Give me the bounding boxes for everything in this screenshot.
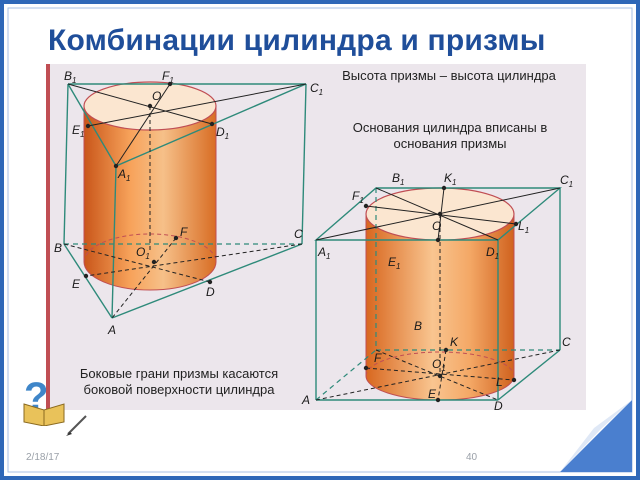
- label-L-right: L: [496, 375, 503, 389]
- label-A-right: A: [301, 393, 310, 407]
- label-F-left: F: [180, 225, 188, 239]
- label-D1-left: D1: [216, 125, 229, 141]
- label-O1-right: O1: [432, 357, 446, 373]
- label-D-left: D: [206, 285, 215, 299]
- label-K1-right: K1: [444, 171, 456, 187]
- label-C1-left: C1: [310, 81, 323, 97]
- book-icon: [23, 403, 65, 426]
- slide-date: 2/18/17: [26, 452, 60, 463]
- label-K-right: K: [450, 335, 459, 349]
- label-C-left: C: [294, 227, 303, 241]
- label-B-right: B: [414, 319, 422, 333]
- caption-height: Высота призмы – высота цилиндра: [342, 68, 556, 83]
- label-B1-right: B1: [392, 171, 404, 187]
- label-L1-right: L1: [518, 219, 529, 235]
- label-B1-left: B1: [64, 69, 76, 85]
- label-D1-right: D1: [486, 245, 499, 261]
- slide-title: Комбинации цилиндра и призмы: [48, 24, 546, 57]
- label-A1-left: A1: [117, 167, 130, 183]
- label-A1-right: A1: [317, 245, 330, 261]
- label-E1-left: E1: [72, 123, 84, 139]
- left-figure: [63, 81, 307, 319]
- label-A-left: A: [107, 323, 116, 337]
- label-B-left: B: [54, 241, 62, 255]
- label-O1-left: O1: [136, 245, 150, 261]
- label-F-right: F: [374, 351, 382, 365]
- label-O-top-right: O: [432, 219, 441, 233]
- label-E-right: E: [428, 387, 437, 401]
- right-figure: [314, 185, 562, 403]
- label-D-right: D: [494, 399, 503, 413]
- caption-bases: Основания цилиндра вписаны в основания п…: [352, 120, 548, 151]
- label-C-right: C: [562, 335, 571, 349]
- label-O-top-left: O: [152, 89, 161, 103]
- pen-icon: [66, 415, 87, 436]
- label-C1-right: C1: [560, 173, 573, 189]
- label-E1-right: E1: [388, 255, 400, 271]
- slide-number: 40: [466, 452, 478, 463]
- label-F1-right: F1: [352, 189, 364, 205]
- caption-faces: Боковые грани призмы касаются боковой по…: [79, 366, 279, 397]
- label-F1-left: F1: [162, 69, 174, 85]
- label-E-left: E: [72, 277, 81, 291]
